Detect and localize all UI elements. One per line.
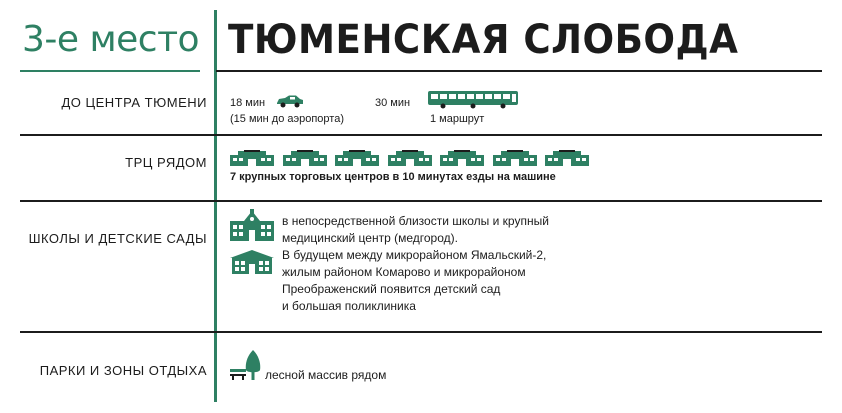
car-note: (15 мин до аэропорта) <box>230 113 344 125</box>
row-label-center: ДО ЦЕНТРА ТЮМЕНИ <box>61 95 207 110</box>
kindergarten-icon <box>230 250 274 274</box>
schools-line: в непосредственной близости школы и круп… <box>282 214 549 228</box>
schools-line: и большая поликлиника <box>282 299 416 313</box>
row-divider-2 <box>20 200 822 202</box>
mall-icon <box>230 150 274 166</box>
row-divider-1 <box>20 134 822 136</box>
car-time: 18 мин <box>230 97 266 109</box>
mall-icon <box>387 150 432 166</box>
row-label-parks: ПАРКИ И ЗОНЫ ОТДЫХА <box>39 363 207 378</box>
car-icon <box>277 95 303 108</box>
title-underline <box>216 70 822 72</box>
bench-icon <box>230 369 246 380</box>
page-title: ТЮМЕНСКАЯ СЛОБОДА <box>228 17 739 63</box>
row-label-malls: ТРЦ РЯДОМ <box>125 155 207 170</box>
row-divider-3 <box>20 331 822 333</box>
schools-line: медицинский центр (медгород). <box>282 231 458 245</box>
mall-icon <box>492 150 537 166</box>
bus-note: 1 маршрут <box>430 113 485 125</box>
schools-line: В будущем между микрорайоном Ямальский-2… <box>282 248 547 262</box>
bus-time: 30 мин <box>375 97 411 109</box>
parks-note: лесной массив рядом <box>265 368 387 382</box>
bus-icon <box>428 91 518 109</box>
schools-line: жилым районом Комарово и микрорайоном <box>282 265 526 279</box>
schools-line: Преображенский появится детский сад <box>282 282 501 296</box>
mall-icon <box>440 150 484 166</box>
rank-label: 3-е место <box>22 19 200 60</box>
row-label-schools: ШКОЛЫ И ДЕТСКИЕ САДЫ <box>28 231 207 246</box>
tree-icon <box>245 350 261 380</box>
mall-icon <box>545 150 589 166</box>
mall-icon <box>282 150 327 166</box>
mall-icon <box>335 150 379 166</box>
vertical-divider <box>214 10 217 402</box>
school-icon <box>230 209 274 241</box>
malls-note: 7 крупных торговых центров в 10 минутах … <box>230 171 556 183</box>
rank-underline <box>20 70 200 72</box>
